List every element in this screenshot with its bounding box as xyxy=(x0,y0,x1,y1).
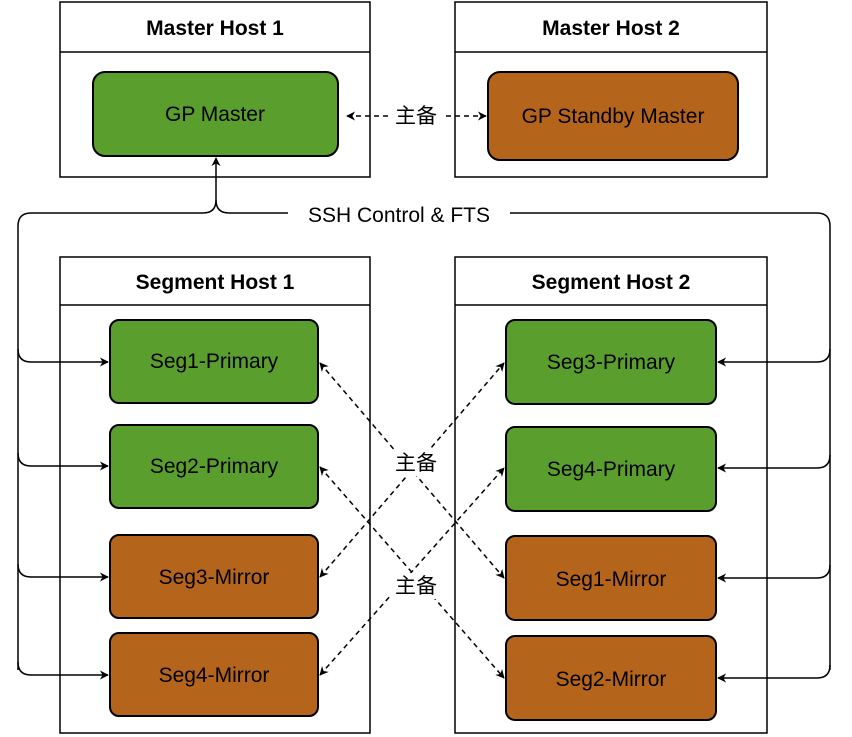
seg2-mirror-label: Seg2-Mirror xyxy=(556,668,667,691)
gp-master-label: GP Master xyxy=(165,103,265,126)
seg3-mirror-node[interactable]: Seg3-Mirror xyxy=(109,534,319,619)
seg2-mirror-node[interactable]: Seg2-Mirror xyxy=(505,635,717,721)
control-connectors xyxy=(17,157,831,683)
segment-host-2-title: Segment Host 2 xyxy=(532,271,691,294)
seg1-primary-node[interactable]: Seg1-Primary xyxy=(109,319,319,404)
seg3-primary-label: Seg3-Primary xyxy=(547,351,676,374)
seg2-primary-label: Seg2-Primary xyxy=(150,455,279,478)
master-standby-label: 主备 xyxy=(395,105,437,128)
seg4-mirror-node[interactable]: Seg4-Mirror xyxy=(109,632,319,717)
master-host-1-title: Master Host 1 xyxy=(146,17,284,40)
seg2-primary-node[interactable]: Seg2-Primary xyxy=(109,424,319,509)
mirror-label-lower: 主备 xyxy=(395,575,437,598)
gp-standby-master-node[interactable]: GP Standby Master xyxy=(487,71,739,161)
mirror-label-upper: 主备 xyxy=(395,452,437,475)
gp-standby-master-label: GP Standby Master xyxy=(522,105,705,128)
master-host-2-title: Master Host 2 xyxy=(542,17,680,40)
segment-host-1-title: Segment Host 1 xyxy=(136,271,295,294)
seg1-mirror-node[interactable]: Seg1-Mirror xyxy=(505,535,717,621)
gp-master-node[interactable]: GP Master xyxy=(92,71,339,157)
seg1-primary-label: Seg1-Primary xyxy=(150,350,279,373)
seg4-mirror-label: Seg4-Mirror xyxy=(159,664,270,687)
seg4-primary-label: Seg4-Primary xyxy=(547,458,676,481)
seg4-primary-node[interactable]: Seg4-Primary xyxy=(505,426,717,512)
seg3-mirror-label: Seg3-Mirror xyxy=(159,566,270,589)
control-label: SSH Control & FTS xyxy=(308,204,490,227)
mirror-label-upper-group: 主备 xyxy=(391,450,441,476)
master-standby-link: 主备 xyxy=(346,102,487,128)
seg3-primary-node[interactable]: Seg3-Primary xyxy=(505,319,717,405)
mirror-links xyxy=(319,362,505,679)
seg1-mirror-label: Seg1-Mirror xyxy=(556,568,667,591)
control-label-group: SSH Control & FTS xyxy=(288,202,510,227)
mirror-label-lower-group: 主备 xyxy=(391,573,441,599)
